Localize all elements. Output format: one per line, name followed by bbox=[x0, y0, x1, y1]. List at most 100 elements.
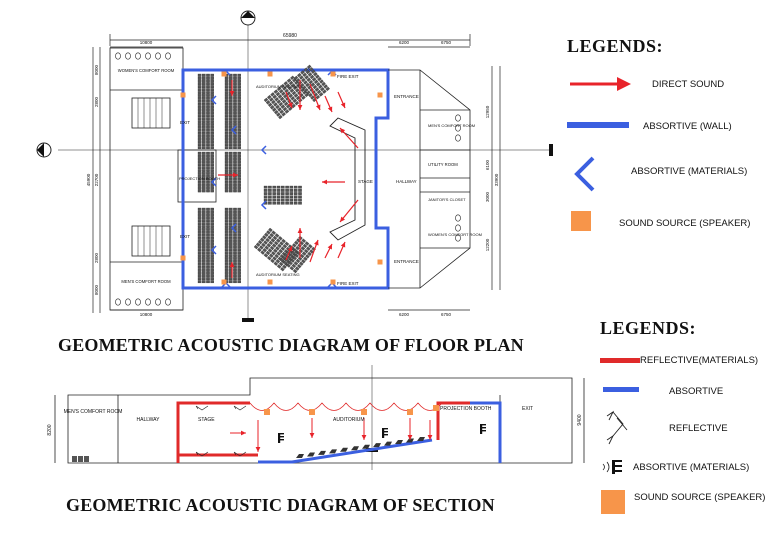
room-entrance-top: ENTRANCE bbox=[394, 94, 419, 99]
seat bbox=[308, 92, 313, 98]
seat bbox=[288, 93, 293, 99]
seat bbox=[237, 210, 241, 214]
toilet-fixture bbox=[455, 214, 461, 222]
seat bbox=[197, 251, 202, 255]
seat bbox=[229, 131, 233, 135]
seat bbox=[279, 109, 284, 114]
seat bbox=[237, 207, 241, 211]
seat bbox=[224, 222, 229, 226]
seat bbox=[233, 265, 237, 269]
seat bbox=[206, 175, 210, 178]
seat bbox=[289, 195, 294, 199]
seat bbox=[316, 89, 322, 95]
speaker-marker bbox=[180, 255, 186, 261]
seat bbox=[224, 277, 229, 281]
seat bbox=[229, 108, 233, 112]
seat bbox=[237, 137, 241, 141]
seat bbox=[206, 207, 210, 211]
seat bbox=[303, 256, 308, 261]
seat bbox=[276, 189, 281, 192]
seat bbox=[305, 82, 310, 88]
seat bbox=[206, 265, 210, 269]
seat bbox=[202, 251, 206, 255]
seat-block bbox=[263, 185, 302, 205]
seat bbox=[279, 257, 285, 263]
seat bbox=[224, 186, 229, 190]
seat bbox=[257, 247, 262, 253]
section-seat bbox=[406, 438, 414, 443]
seat bbox=[224, 271, 229, 275]
room-auditorium-top: AUDITORIUM SEATING bbox=[256, 84, 300, 89]
direct-sound-arrow bbox=[324, 95, 333, 113]
seat-block bbox=[293, 64, 330, 103]
seat bbox=[302, 85, 307, 90]
absorptive-chevron bbox=[260, 200, 267, 210]
section-reflective-marks bbox=[195, 405, 247, 457]
seat bbox=[206, 143, 210, 147]
seat bbox=[300, 70, 305, 75]
seat bbox=[233, 79, 237, 83]
seat bbox=[206, 163, 210, 167]
seat bbox=[304, 87, 309, 93]
seat bbox=[257, 240, 263, 245]
seat bbox=[295, 95, 301, 101]
seat bbox=[300, 246, 306, 251]
seat bbox=[289, 189, 294, 192]
seat bbox=[274, 97, 279, 102]
seat bbox=[233, 143, 237, 147]
seat bbox=[275, 259, 281, 264]
seat bbox=[224, 140, 229, 144]
seat bbox=[237, 254, 241, 257]
seat bbox=[210, 186, 214, 190]
direct-sound-arrow bbox=[361, 418, 367, 440]
seat bbox=[272, 94, 277, 99]
seat bbox=[277, 107, 282, 112]
seat bbox=[206, 245, 210, 249]
seat bbox=[290, 83, 296, 88]
seat bbox=[224, 242, 229, 246]
seat bbox=[206, 183, 210, 187]
dim-total-width: 65980 bbox=[283, 33, 297, 39]
seat bbox=[237, 82, 241, 86]
seat bbox=[206, 166, 210, 170]
seat bbox=[210, 183, 214, 187]
dim-right-total: 33900 bbox=[494, 173, 499, 186]
seat bbox=[281, 255, 287, 260]
seat bbox=[262, 248, 267, 253]
seat bbox=[224, 114, 229, 118]
seat bbox=[265, 100, 271, 105]
seat bbox=[299, 253, 305, 259]
seat bbox=[210, 79, 214, 83]
seat bbox=[210, 163, 214, 167]
seat-block bbox=[197, 207, 214, 284]
seat bbox=[267, 256, 272, 261]
seat bbox=[224, 251, 229, 255]
section-seat bbox=[329, 449, 337, 454]
absorptive-chevron bbox=[210, 245, 217, 255]
seat bbox=[224, 228, 229, 231]
seat bbox=[197, 189, 202, 193]
seat bbox=[306, 246, 311, 251]
seat bbox=[197, 213, 202, 217]
seat bbox=[288, 260, 293, 266]
seat bbox=[210, 233, 214, 237]
seat bbox=[206, 79, 210, 83]
seat bbox=[229, 248, 233, 252]
seat bbox=[292, 243, 297, 248]
seat bbox=[270, 258, 275, 264]
seat bbox=[297, 264, 302, 269]
seat bbox=[210, 236, 214, 240]
seat bbox=[210, 131, 214, 135]
seat bbox=[197, 239, 202, 243]
seat bbox=[295, 245, 300, 251]
seat bbox=[197, 233, 202, 237]
seat bbox=[197, 154, 202, 158]
sec-room-mens-cr: MEN'S COMFORT ROOM bbox=[64, 409, 123, 415]
seat bbox=[202, 97, 206, 100]
seat bbox=[233, 120, 237, 123]
seat bbox=[202, 76, 206, 80]
section-title: GEOMETRIC ACOUSTIC DIAGRAM OF SECTION bbox=[66, 495, 495, 515]
seat bbox=[197, 134, 202, 138]
seat bbox=[283, 260, 288, 265]
seat bbox=[283, 101, 289, 107]
